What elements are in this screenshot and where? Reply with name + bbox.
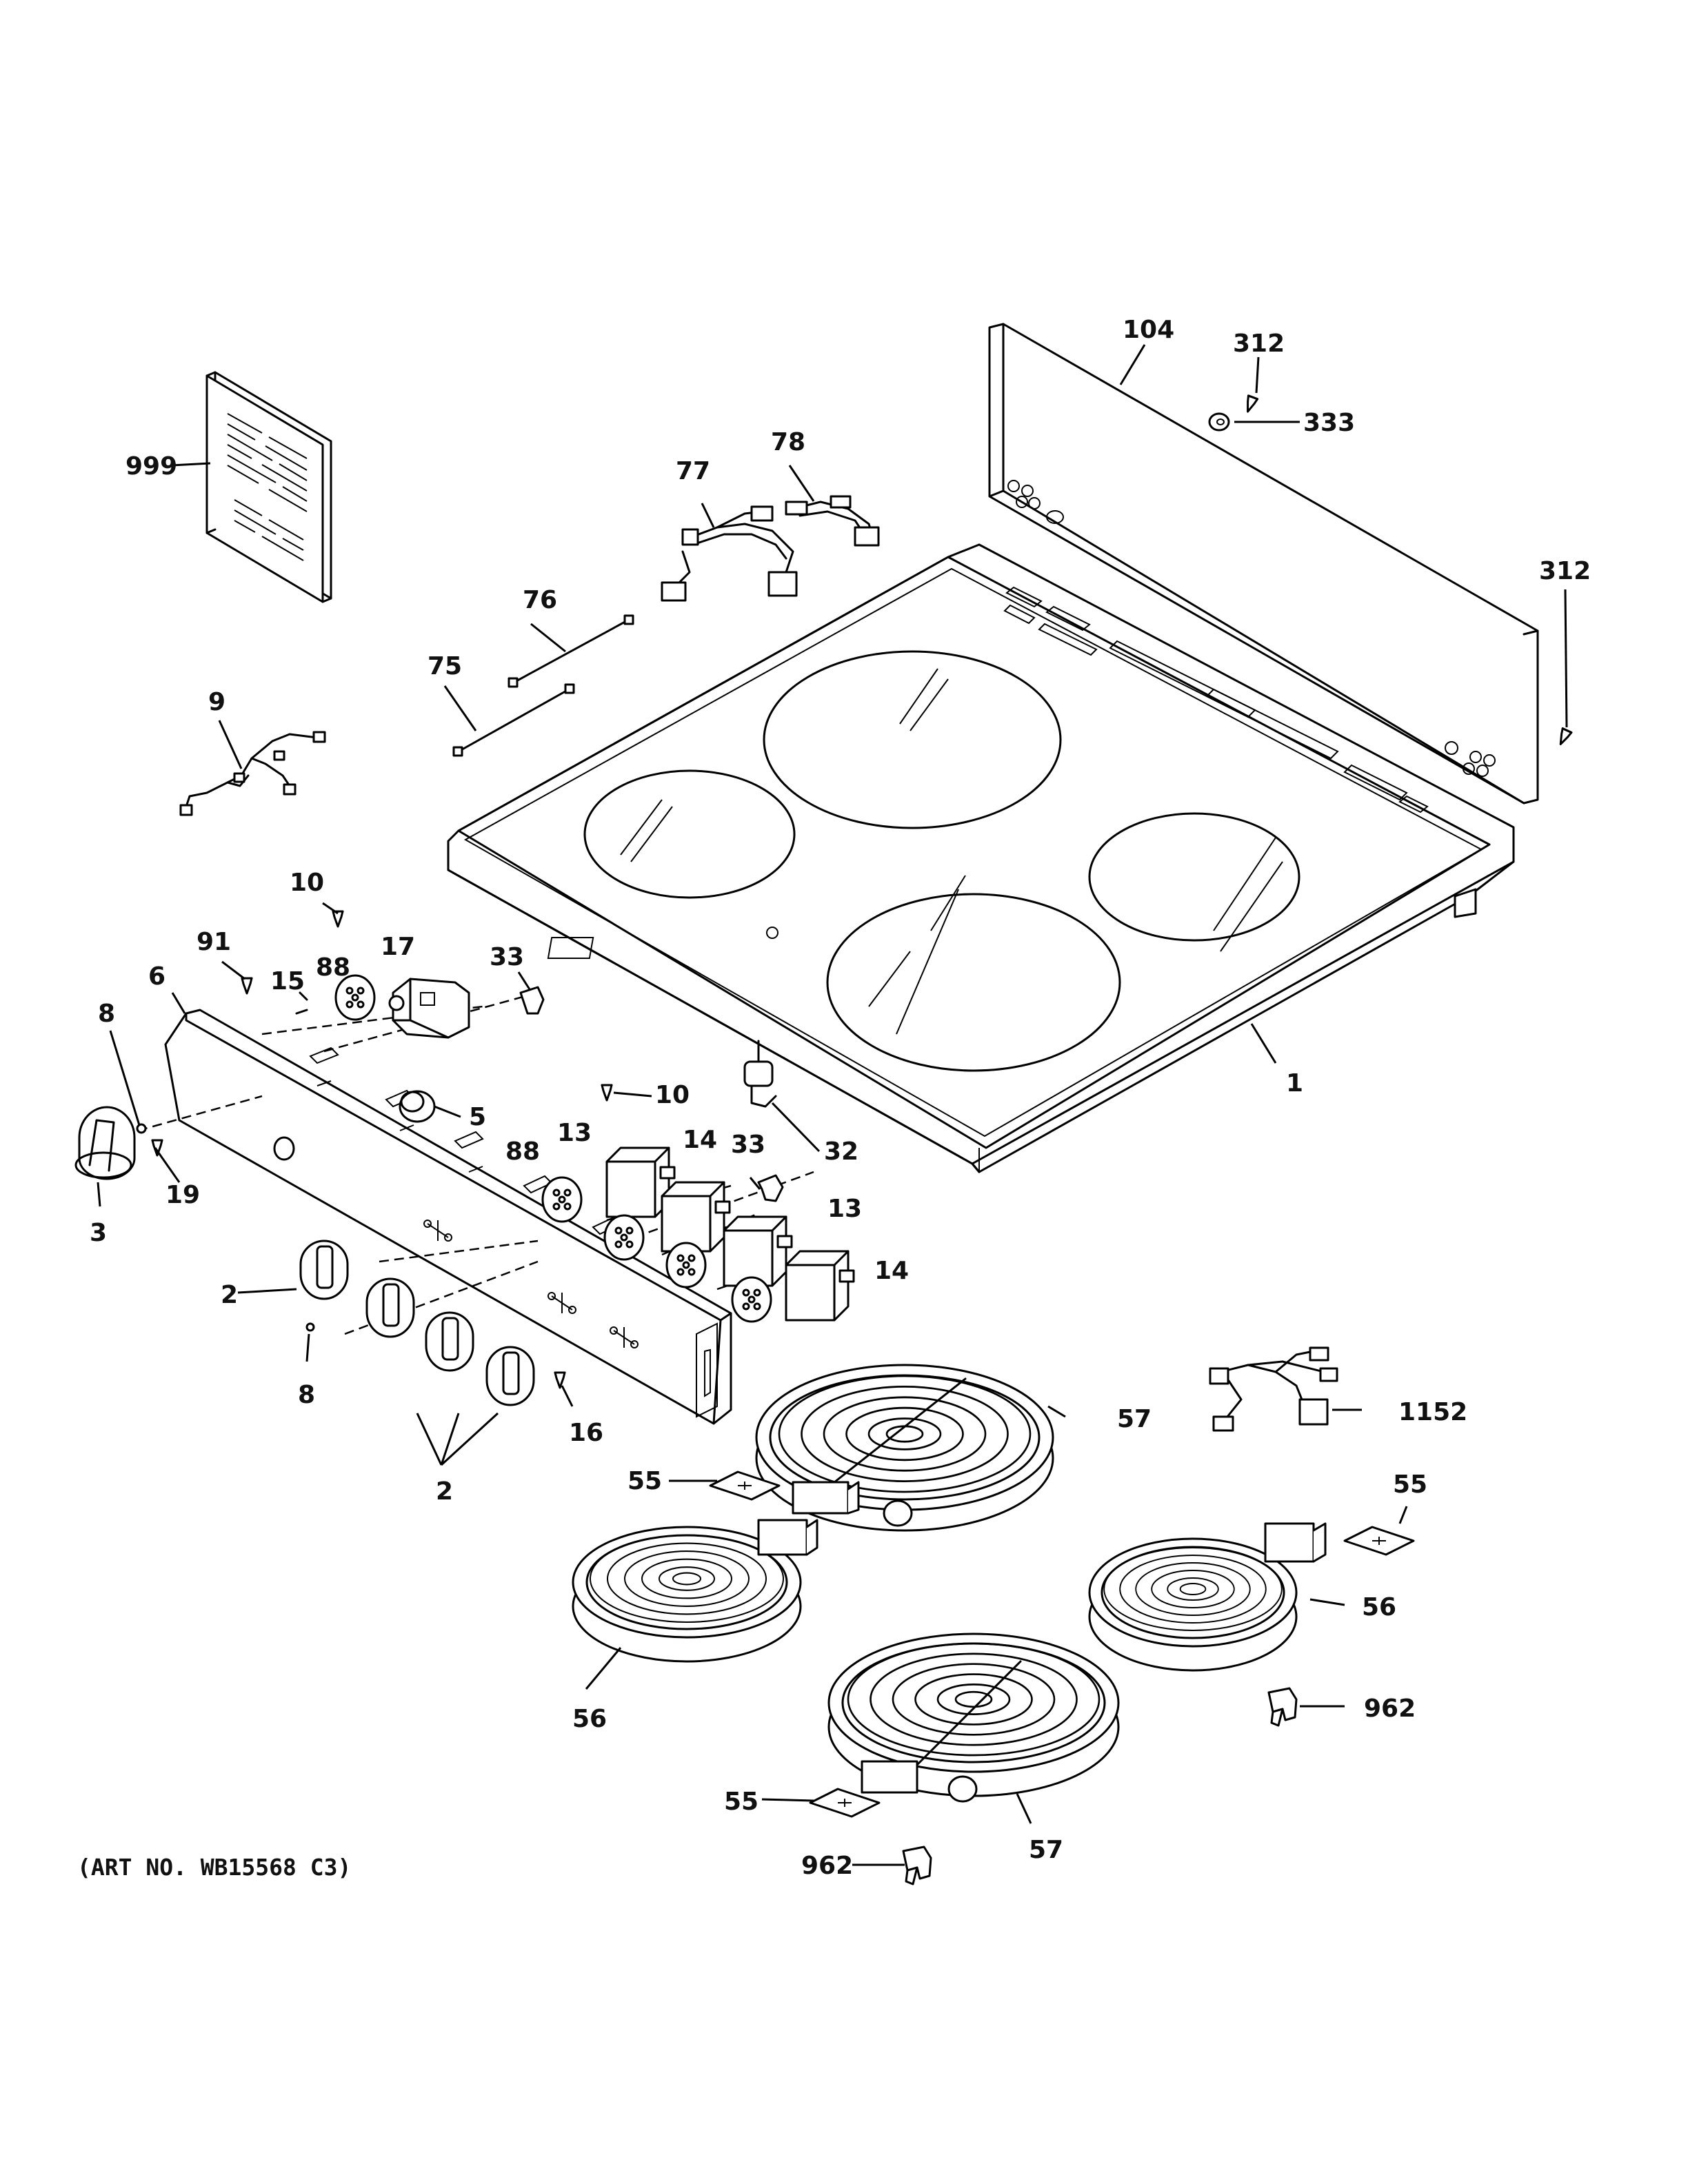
callout-75: 75 — [428, 652, 462, 680]
callout-2: 2 — [436, 1477, 453, 1506]
callout-14: 14 — [683, 1126, 717, 1154]
rod-75 — [452, 683, 575, 757]
wire-harness-78 — [785, 495, 880, 547]
disc-88 — [665, 1242, 707, 1288]
knob-2 — [425, 1311, 474, 1372]
screw-part — [136, 1123, 147, 1134]
disc-88 — [541, 1176, 583, 1223]
callout-56: 56 — [572, 1705, 607, 1733]
infinite-switch-17 — [388, 978, 470, 1039]
screw-part — [241, 977, 253, 995]
backsplash-panel — [988, 323, 1539, 805]
callout-78: 78 — [771, 428, 805, 456]
callout-55: 55 — [627, 1467, 662, 1495]
callout-88: 88 — [505, 1138, 540, 1166]
callout-88: 88 — [316, 953, 350, 982]
screw-part — [151, 1139, 163, 1157]
callout-16: 16 — [569, 1419, 603, 1447]
callout-13: 13 — [557, 1119, 592, 1147]
callout-8: 8 — [98, 1000, 115, 1028]
callout-9: 9 — [208, 688, 225, 716]
leader-lines — [97, 344, 1568, 1866]
callout-17: 17 — [381, 933, 415, 961]
callout-2: 2 — [221, 1281, 238, 1309]
screw-part — [1555, 727, 1573, 747]
spacer-part — [1208, 412, 1230, 432]
callout-57: 57 — [1117, 1405, 1152, 1433]
callout-77: 77 — [676, 457, 710, 485]
art-number: (ART NO. WB15568 C3) — [77, 1854, 351, 1881]
callout-999: 999 — [125, 452, 177, 481]
wire-harness-1152 — [1209, 1346, 1338, 1432]
callout-5: 5 — [469, 1103, 486, 1131]
limiter-pad-55 — [1343, 1526, 1415, 1556]
screw-part — [554, 1371, 566, 1389]
callout-962: 962 — [1364, 1695, 1416, 1723]
disc-88 — [731, 1276, 772, 1323]
sensor-part — [743, 1040, 777, 1108]
wire-harness-9 — [179, 731, 326, 816]
switch-14 — [785, 1250, 855, 1322]
callout-1152: 1152 — [1398, 1398, 1467, 1426]
callout-57: 57 — [1029, 1836, 1063, 1864]
clip-33 — [757, 1174, 784, 1202]
callout-6: 6 — [148, 962, 165, 991]
disc-88 — [334, 974, 376, 1021]
screw-part — [601, 1084, 613, 1102]
radiant-element-57 — [827, 1632, 1120, 1803]
clip-962 — [902, 1846, 932, 1885]
owners-manual — [205, 371, 332, 603]
callout-55: 55 — [724, 1788, 758, 1816]
clip-962 — [1267, 1687, 1298, 1727]
callout-962: 962 — [801, 1852, 853, 1880]
screw-part — [332, 910, 344, 928]
callout-32: 32 — [824, 1138, 858, 1166]
radiant-element-57 — [755, 1364, 1054, 1532]
callout-8: 8 — [298, 1381, 315, 1409]
callout-33: 33 — [731, 1131, 765, 1159]
cooktop-glass — [447, 543, 1515, 1173]
radiant-element-56 — [572, 1519, 818, 1663]
callout-56: 56 — [1362, 1593, 1396, 1621]
knob-3 — [74, 1106, 136, 1180]
callout-312: 312 — [1539, 557, 1591, 585]
callout-1: 1 — [1286, 1069, 1303, 1098]
indicator-light-5 — [399, 1090, 436, 1123]
rod-76 — [508, 614, 634, 688]
callout-91: 91 — [197, 928, 231, 956]
callout-13: 13 — [827, 1195, 862, 1223]
switch-14 — [661, 1181, 731, 1253]
wire-harness-77 — [661, 505, 798, 602]
callout-312: 312 — [1233, 330, 1285, 358]
callout-55: 55 — [1393, 1470, 1427, 1499]
knob-2 — [299, 1240, 349, 1300]
callout-104: 104 — [1123, 316, 1174, 344]
switch-13 — [723, 1215, 793, 1287]
callout-3: 3 — [90, 1219, 107, 1247]
callout-15: 15 — [270, 967, 305, 995]
screw-part — [1242, 394, 1259, 414]
shaft-15 — [295, 991, 308, 1015]
disc-88 — [603, 1214, 645, 1261]
callout-76: 76 — [523, 586, 557, 614]
radiant-element-56 — [1088, 1522, 1327, 1672]
callout-10: 10 — [655, 1081, 690, 1109]
control-panel — [164, 1009, 732, 1425]
knob-2 — [365, 1277, 415, 1338]
clip-33 — [519, 986, 545, 1015]
knob-2 — [485, 1346, 535, 1406]
screw-part — [305, 1322, 315, 1332]
callout-10: 10 — [290, 869, 324, 897]
callout-14: 14 — [874, 1257, 909, 1285]
callout-labels: 104 312 333 312 999 77 78 76 75 9 10 91 … — [77, 316, 1591, 1881]
callout-19: 19 — [165, 1181, 200, 1209]
callout-333: 333 — [1303, 409, 1355, 437]
callout-33: 33 — [490, 943, 524, 971]
